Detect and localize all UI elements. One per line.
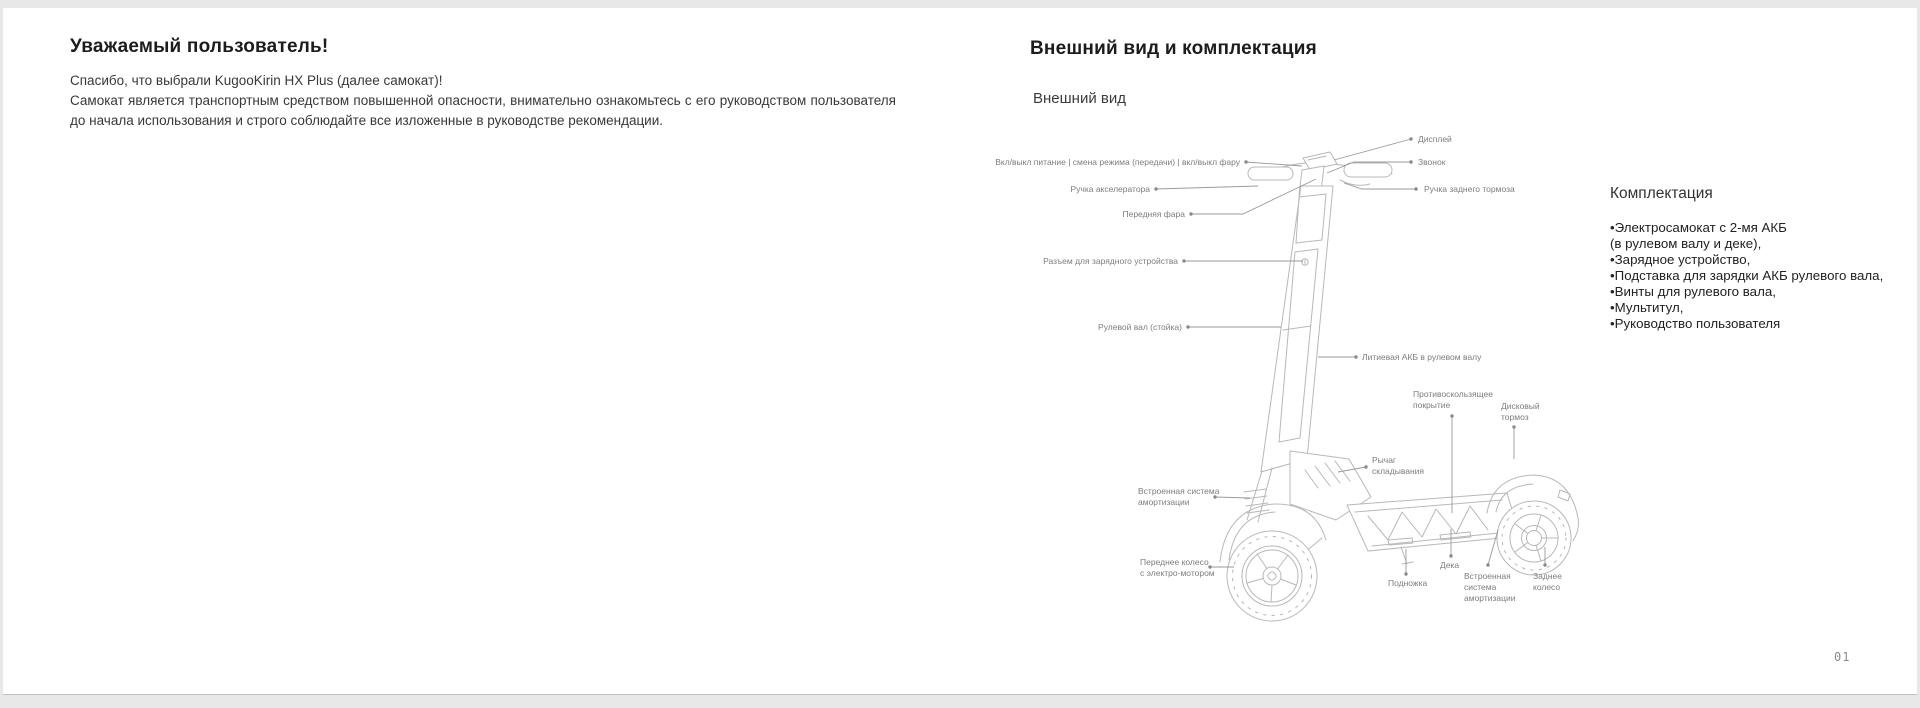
label-grip-tape: Противоскользящее покрытие [1413, 389, 1494, 410]
label-stem: Рулевой вал (стойка) [1098, 322, 1182, 332]
package-heading: Комплектация [1610, 185, 1713, 202]
package-item: •Подставка для зарядки АКБ рулевого вала… [1610, 268, 1884, 283]
appearance-heading: Внешний вид и комплектация [1030, 38, 1317, 59]
intro-line2: Самокат является транспортным средством … [70, 92, 896, 128]
intro-paragraph: Спасибо, что выбрали KugooKirin HX Plus … [70, 71, 896, 131]
package-item: •Электросамокат с 2-мя АКБ [1610, 220, 1787, 235]
label-rear-suspension: Встроенная система амортизации [1464, 571, 1516, 603]
label-charge-port: Разъем для зарядного устройства [1043, 256, 1178, 266]
leader-dots [1154, 137, 1547, 576]
label-power-mode-light: Вкл/выкл питание | смена режима (передач… [995, 157, 1240, 167]
label-front-suspension: Встроенная система амортизации [1138, 486, 1220, 507]
package-list: •Электросамокат с 2-мя АКБ (в рулевом ва… [1610, 220, 1883, 332]
appearance-subheading: Внешний вид [1033, 90, 1126, 107]
label-bell: Звонок [1418, 157, 1446, 167]
leader-lines [1155, 138, 1546, 574]
label-rear-brake: Ручка заднего тормоза [1424, 184, 1515, 194]
intro-heading: Уважаемый пользователь! [70, 36, 329, 57]
scooter-line-art [1219, 151, 1579, 622]
scooter-diagram [1154, 137, 1579, 622]
package-item: •Винты для рулевого вала, [1610, 284, 1776, 299]
label-disc-brake: Дисковый тормоз [1501, 401, 1540, 422]
page-background [3, 8, 1917, 695]
package-item: •Руководство пользователя [1610, 316, 1781, 331]
label-kickstand: Подножка [1388, 578, 1428, 588]
label-headlight: Передняя фара [1122, 209, 1185, 219]
package-item: •Мультитул, [1610, 300, 1684, 315]
intro-line1: Спасибо, что выбрали KugooKirin HX Plus … [70, 73, 443, 88]
label-battery: Литиевая АКБ в рулевом валу [1362, 352, 1482, 362]
label-fold-lever: Рычаг складывания [1372, 455, 1425, 476]
package-item: (в рулевом валу и деке), [1610, 236, 1762, 251]
package-item: •Зарядное устройство, [1610, 252, 1751, 267]
label-deck: Дека [1440, 560, 1460, 570]
label-display: Дисплей [1418, 134, 1452, 144]
label-rear-wheel: Заднее колесо [1533, 571, 1562, 592]
label-front-wheel: Переднее колесо с электро-мотором [1140, 557, 1215, 578]
label-accelerator: Ручка акселератора [1070, 184, 1150, 194]
page-number: 01 [1834, 650, 1851, 664]
